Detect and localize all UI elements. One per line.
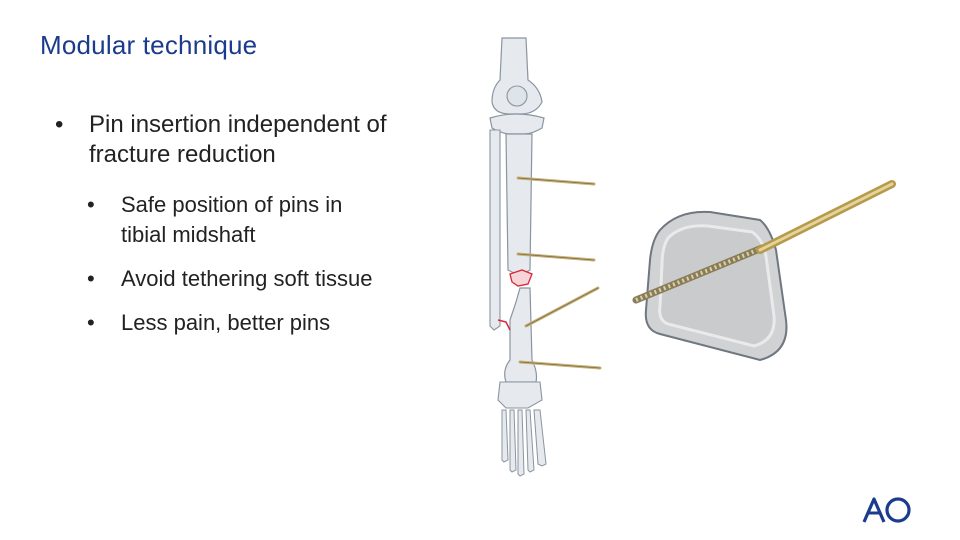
slide-title: Modular technique <box>40 30 258 60</box>
main-bullet: • Pin insertion independent of fracture … <box>55 110 455 170</box>
bullet-dot: • <box>55 111 64 138</box>
sub-bullet-text: Avoid tethering soft tissue <box>121 266 373 291</box>
bullet-dot: • <box>87 310 95 335</box>
leg-bone-anatomy-icon <box>489 37 602 477</box>
sub-bullet-text: Safe position of pins in tibial midshaft <box>121 192 343 247</box>
tibia-cross-section-with-pin-icon <box>632 180 896 362</box>
sub-bullet-list: • Safe position of pins in tibial midsha… <box>87 190 455 338</box>
sub-bullet-text: Less pain, better pins <box>121 310 331 335</box>
sub-bullet-item: • Safe position of pins in tibial midsha… <box>87 190 455 250</box>
anatomy-illustration <box>470 30 910 480</box>
bullet-list: • Pin insertion independent of fracture … <box>55 110 455 352</box>
sub-bullet-item: • Less pain, better pins <box>87 308 455 338</box>
ao-logo <box>862 497 911 523</box>
main-bullet-text: Pin insertion independent of fracture re… <box>89 111 387 168</box>
bullet-dot: • <box>87 266 95 291</box>
sub-bullet-item: • Avoid tethering soft tissue <box>87 264 455 294</box>
bullet-dot: • <box>87 192 95 217</box>
